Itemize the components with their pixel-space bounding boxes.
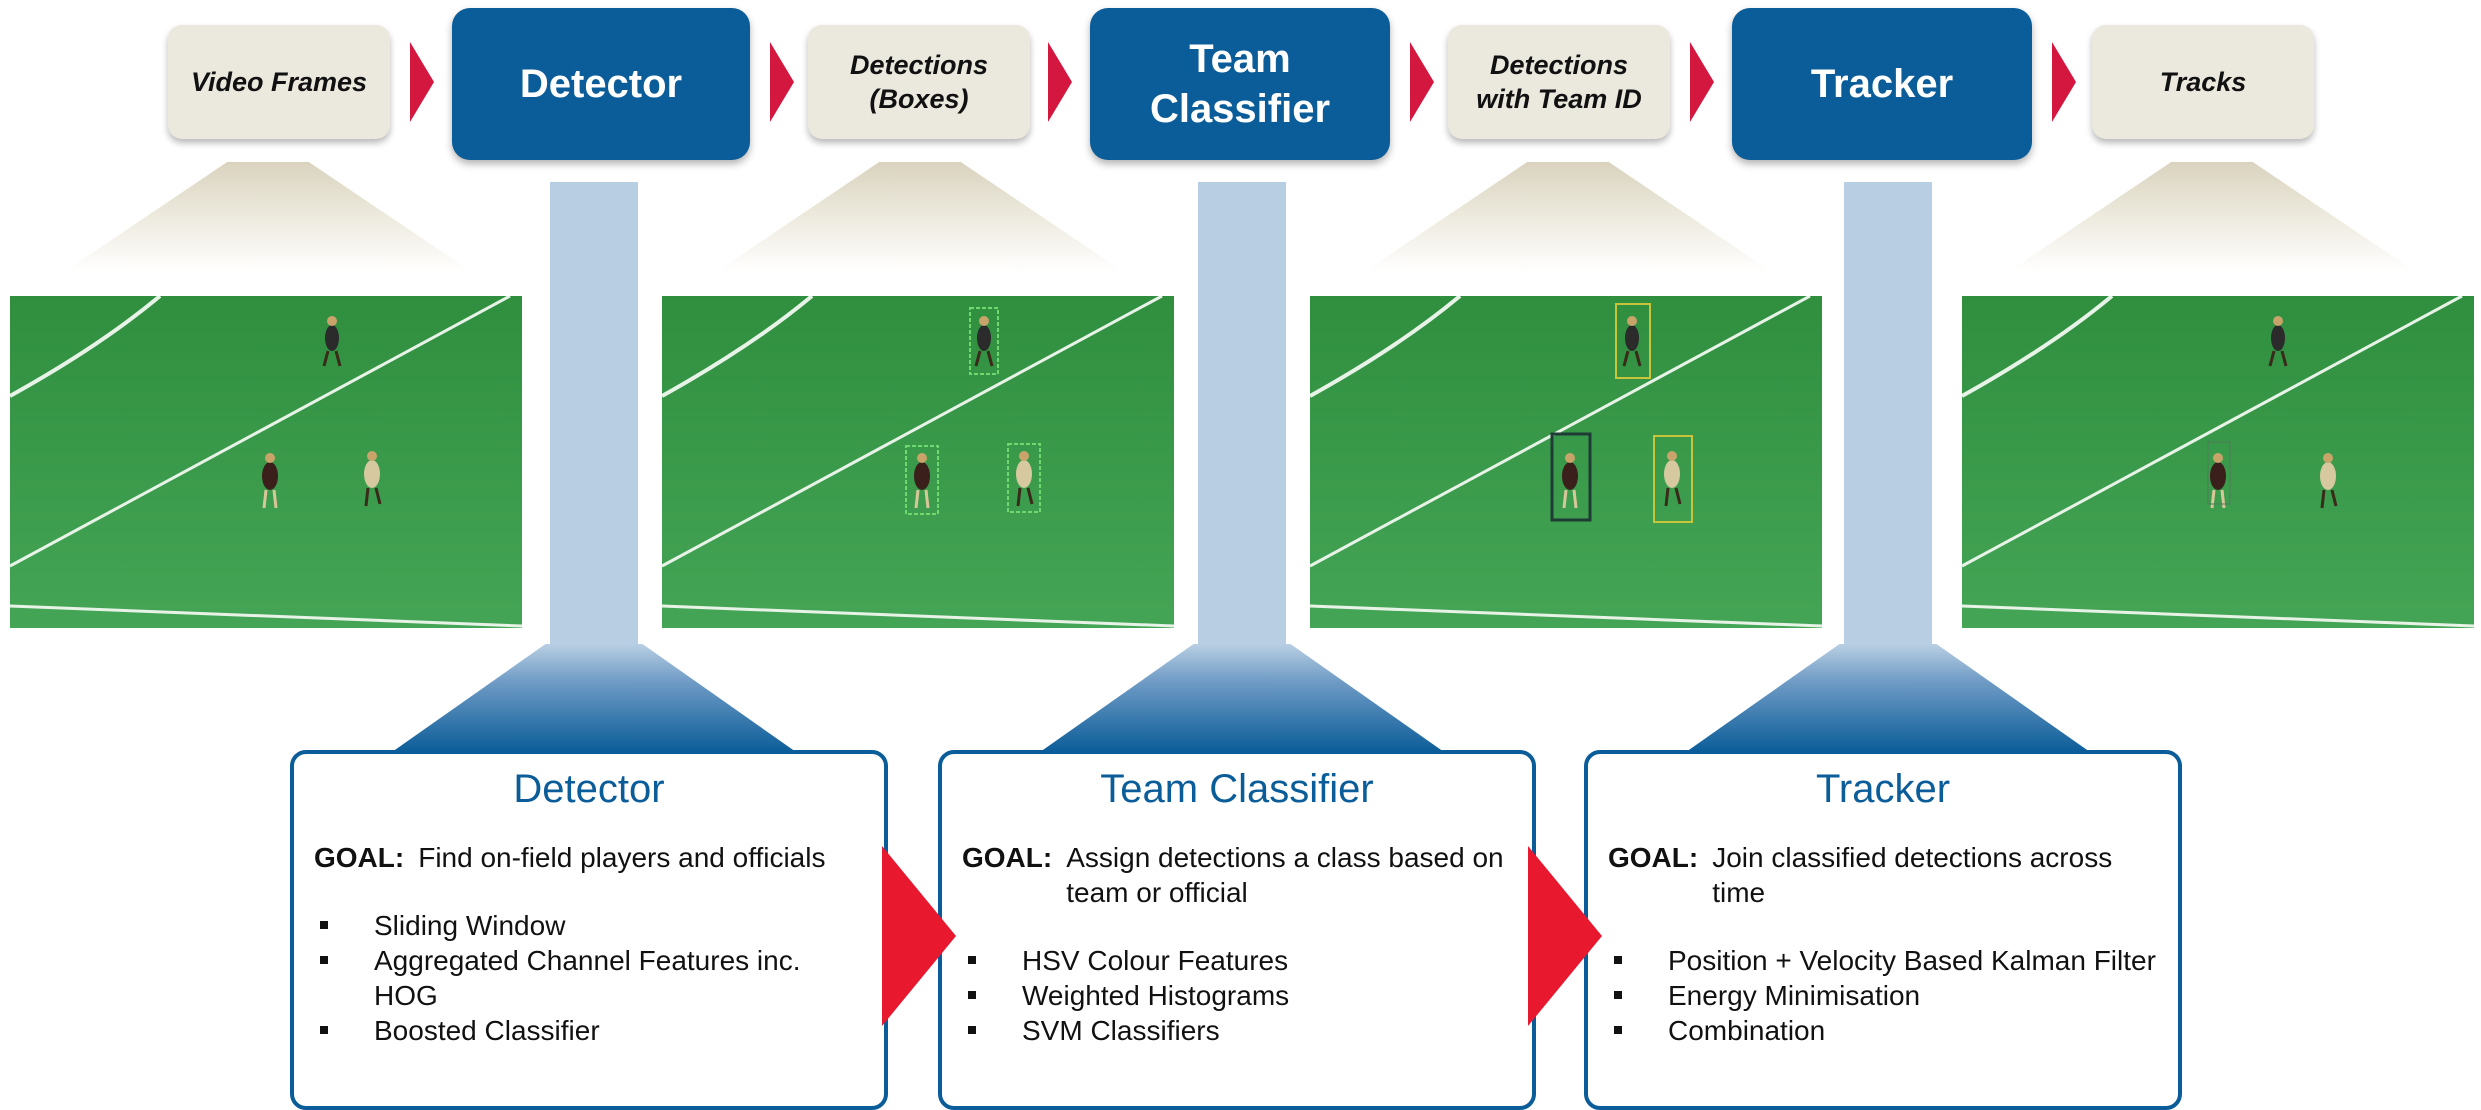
goal-text: Join classified detections across time — [1712, 842, 2113, 908]
card-team-classifier-goal: GOAL: Assign detections a class based on… — [962, 840, 1514, 910]
card-tracker-title: Tracker — [1815, 767, 1951, 811]
stage-tracks-label: Tracks — [2159, 67, 2247, 97]
stage-detections-team-id-line1: Detections — [1489, 50, 1629, 80]
team-classifier-stem — [1198, 182, 1286, 646]
goal-label: GOAL: — [314, 842, 405, 873]
tracker-flare — [1686, 644, 2090, 752]
process-detector-label: Detector — [519, 62, 683, 106]
player-figure — [914, 453, 930, 509]
projection-wedge-3 — [1364, 162, 1772, 272]
flow-arrow-3 — [1048, 42, 1072, 122]
stage-video-frames-label: Video Frames — [190, 67, 368, 97]
card-detector-goal: GOAL: Find on-field players and official… — [314, 840, 866, 875]
bullet-item: Combination — [1608, 1013, 2160, 1048]
process-tracker: Tracker — [1732, 8, 2032, 160]
flow-arrow-2 — [770, 42, 794, 122]
player-figure — [2320, 453, 2338, 509]
player-figure — [1562, 453, 1578, 509]
process-team-classifier-line1: Team — [1189, 37, 1291, 81]
player-figure — [1622, 316, 1642, 367]
player-figure — [322, 316, 342, 367]
card-flow-arrow-2 — [1528, 846, 1602, 1026]
card-detector: Detector GOAL: Find on-field players and… — [290, 750, 888, 1110]
process-detector: Detector — [452, 8, 750, 160]
projection-wedge-1 — [64, 162, 472, 272]
player-figure — [974, 316, 994, 367]
goal-label: GOAL: — [1608, 842, 1699, 873]
stage-detections-boxes-line2: (Boxes) — [869, 84, 969, 114]
projection-wedge-4 — [2008, 162, 2416, 272]
flow-arrow-1 — [410, 42, 434, 122]
flow-arrow-5 — [1690, 42, 1714, 122]
bullet-item: Sliding Window — [314, 908, 866, 943]
track-box — [2207, 441, 2231, 505]
player-figure — [262, 453, 278, 509]
flow-arrow-6 — [2052, 42, 2076, 122]
bullet-item: Energy Minimisation — [1608, 978, 2160, 1013]
bullet-item: Weighted Histograms — [962, 978, 1514, 1013]
card-detector-bullets: Sliding Window Aggregated Channel Featur… — [314, 908, 866, 1048]
player-figure — [1664, 451, 1682, 507]
card-tracker-bullets: Position + Velocity Based Kalman Filter … — [1608, 943, 2160, 1048]
stage-detections-team-id: Detections with Team ID — [1448, 25, 1670, 139]
team-box-dark — [1550, 432, 1592, 522]
player-figure — [364, 451, 382, 507]
player-figure — [2268, 316, 2288, 367]
team-box-yellow — [1653, 435, 1693, 523]
bullet-item: Boosted Classifier — [314, 1013, 866, 1048]
frame-detections — [662, 296, 1174, 628]
card-team-classifier: Team Classifier GOAL: Assign detections … — [938, 750, 1536, 1110]
detector-stem — [550, 182, 638, 646]
team-box-yellow — [1615, 303, 1651, 379]
stage-detections-boxes: Detections (Boxes) — [808, 25, 1030, 139]
stage-detections-boxes-line1: Detections — [849, 50, 989, 80]
process-team-classifier-line2: Classifier — [1149, 87, 1331, 131]
frame-tracks — [1962, 296, 2474, 628]
flow-arrow-4 — [1410, 42, 1434, 122]
stage-detections-team-id-line2: with Team ID — [1476, 84, 1642, 114]
stage-detections-team-id-text: Detections with Team ID — [1476, 48, 1642, 116]
detection-box — [1007, 443, 1041, 513]
card-tracker: Tracker GOAL: Join classified detections… — [1584, 750, 2182, 1110]
frame-video — [10, 296, 522, 628]
projection-wedge-2 — [716, 162, 1124, 272]
goal-text: Find on-field players and officials — [418, 842, 826, 873]
bullet-item: HSV Colour Features — [962, 943, 1514, 978]
card-flow-arrow-1 — [882, 846, 956, 1026]
goal-text: Assign detections a class based on team … — [1066, 842, 1504, 908]
process-team-classifier: Team Classifier — [1090, 8, 1390, 160]
stage-detections-boxes-text: Detections (Boxes) — [850, 48, 988, 116]
stage-tracks: Tracks — [2092, 25, 2314, 139]
player-figure — [1016, 451, 1034, 507]
card-team-classifier-title: Team Classifier — [1100, 767, 1374, 811]
card-detector-title: Detector — [513, 767, 665, 811]
detection-box — [905, 445, 939, 515]
card-team-classifier-bullets: HSV Colour Features Weighted Histograms … — [962, 943, 1514, 1048]
frame-detections-team-id — [1310, 296, 1822, 628]
bullet-item: SVM Classifiers — [962, 1013, 1514, 1048]
process-tracker-label: Tracker — [1810, 62, 1954, 106]
bullet-item: Position + Velocity Based Kalman Filter — [1608, 943, 2160, 978]
detection-box — [969, 307, 999, 375]
team-classifier-flare — [1040, 644, 1444, 752]
process-team-classifier-text: Team Classifier — [1150, 34, 1330, 134]
stage-video-frames: Video Frames — [168, 25, 390, 139]
goal-label: GOAL: — [962, 842, 1053, 873]
tracker-stem — [1844, 182, 1932, 646]
bullet-item: Aggregated Channel Features inc. HOG — [314, 943, 866, 1013]
card-tracker-goal: GOAL: Join classified detections across … — [1608, 840, 2160, 910]
detector-flare — [392, 644, 796, 752]
player-figure — [2210, 453, 2226, 509]
